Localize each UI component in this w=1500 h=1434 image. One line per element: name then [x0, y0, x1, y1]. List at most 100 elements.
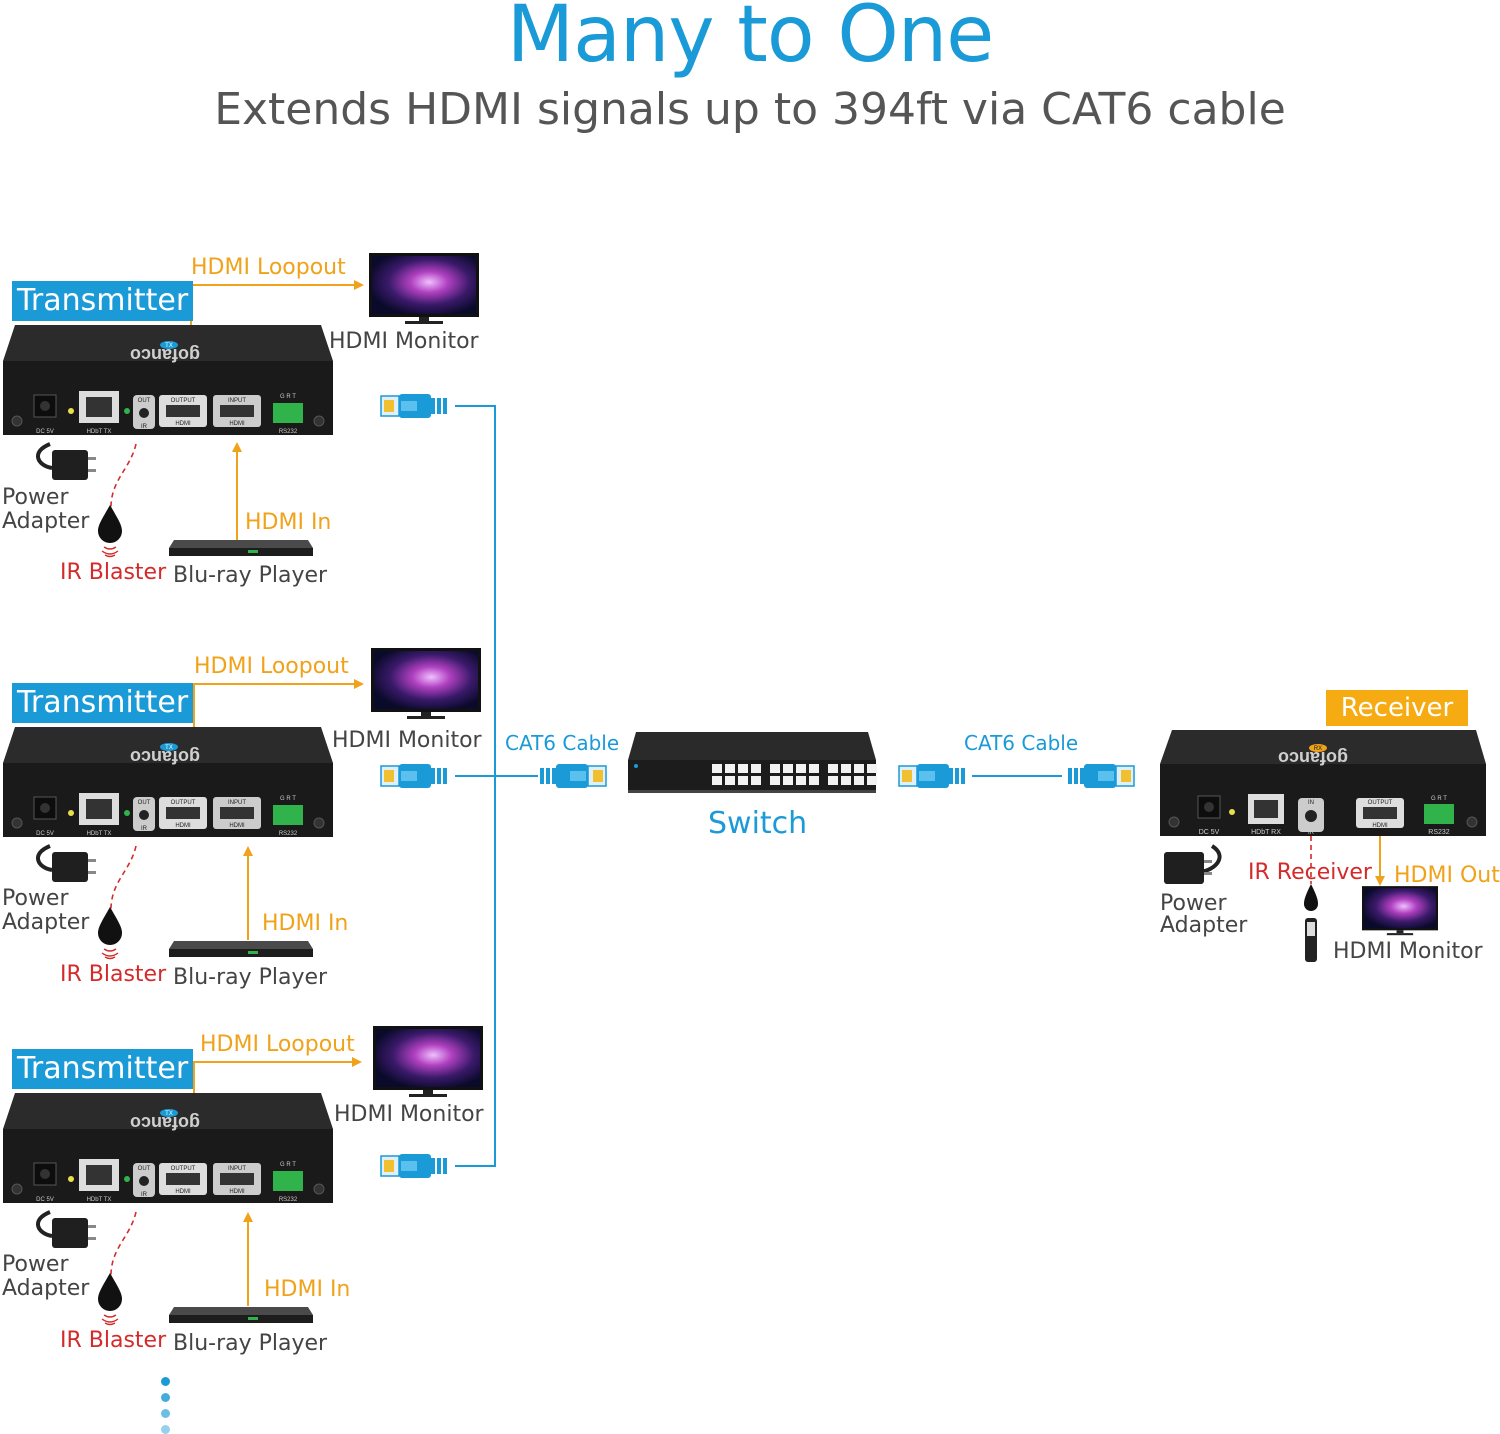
blu-ray-player-label: Blu-ray Player — [173, 563, 328, 588]
switch-port — [796, 776, 806, 785]
tx-port-label: HDMI — [175, 1189, 191, 1195]
switch-port — [770, 776, 780, 785]
rx-monitor-label: HDMI Monitor — [1333, 939, 1483, 964]
switch-port — [854, 764, 864, 773]
tx-port-label: OUTPUT — [171, 398, 196, 404]
rx-port-label: DC 5V — [1199, 829, 1220, 836]
tx-port-label: INPUT — [228, 398, 246, 404]
diagram-title: Many to One — [506, 0, 994, 80]
switch-port — [783, 776, 793, 785]
tx-port-label: DC 5V — [36, 831, 54, 837]
hdmi-in-label: HDMI In — [264, 1277, 351, 1302]
blu-ray-player-icon — [169, 941, 313, 957]
tx-port-label: IR — [141, 1192, 148, 1198]
power-adapter-icon — [52, 450, 96, 480]
rx-ir-label: IR Receiver — [1248, 860, 1372, 885]
rx-port-label: HDbT RX — [1251, 829, 1281, 836]
cat6-plug-tx3 — [380, 1154, 447, 1178]
tx3-ir-cable — [110, 1211, 137, 1279]
ir-receiver-remote-icon — [1304, 884, 1318, 962]
switch-port — [751, 764, 761, 773]
tx-port-label: IR — [141, 826, 148, 832]
switch-port — [854, 776, 864, 785]
blu-ray-player-icon — [169, 1307, 313, 1323]
tx-port-label: IR — [141, 424, 148, 430]
cat6-plug-tx2 — [380, 764, 447, 788]
ir-blaster-icon — [98, 1273, 122, 1326]
power-label-line2: Adapter — [2, 1276, 90, 1301]
rx-power-label-line1: Power — [1160, 891, 1227, 916]
hdmi-in-label: HDMI In — [262, 911, 349, 936]
transmitter-badge: Transmitter — [12, 683, 194, 723]
power-adapter-icon — [52, 1218, 96, 1248]
cat6-plug-switch-right — [898, 764, 965, 788]
rx-port-label: IN — [1308, 800, 1314, 806]
tx-port-label: OUT — [138, 800, 151, 806]
rx-hdmi-out-label: HDMI Out — [1394, 863, 1500, 888]
switch-port — [725, 776, 735, 785]
cat6-plug-tx1 — [380, 394, 447, 418]
switch-port — [809, 776, 819, 785]
power-label-line1: Power — [2, 485, 69, 510]
tx-port-label: RS232 — [279, 429, 298, 435]
continuation-dot — [161, 1425, 170, 1434]
receiver-badge: Receiver — [1326, 690, 1468, 726]
tx-port-label: RS232 — [279, 831, 298, 837]
tx-port-label: HDbT TX — [87, 1197, 112, 1203]
switch-port — [712, 776, 722, 785]
receiver-model-tag: RX — [1314, 746, 1322, 752]
tx-model-tag: TX — [165, 745, 173, 751]
receiver-brand-logo: gofanco — [1278, 748, 1348, 768]
tx-port-label: OUT — [138, 1166, 151, 1172]
ir-blaster-icon — [98, 907, 122, 960]
switch-label: Switch — [708, 806, 808, 841]
tx-port-label: HDMI — [229, 1189, 245, 1195]
rx-port-label: G R T — [1431, 796, 1447, 802]
tx-port-label: DC 5V — [36, 1197, 54, 1203]
tx3-power-cord — [36, 1210, 53, 1238]
hdmi-loopout-label: HDMI Loopout — [194, 654, 349, 679]
rx-hdmi-monitor — [1362, 886, 1438, 936]
tx-model-tag: TX — [165, 343, 173, 349]
cat6-trunk-line — [455, 405, 538, 1167]
receiver-device: gofanco RX DC 5V HDbT RX IN IR OUTPUT HD… — [1160, 730, 1486, 836]
rx-power-adapter-icon — [1164, 852, 1212, 884]
cat6-plug-receiver — [1068, 764, 1135, 788]
rx-port-label: OUTPUT — [1368, 800, 1393, 806]
switch-port — [751, 776, 761, 785]
cat6-plug-switch-left — [540, 764, 607, 788]
tx-port-label: HDMI — [229, 421, 245, 427]
hdmi-monitor-label: HDMI Monitor — [329, 329, 479, 354]
tx-port-label: INPUT — [228, 800, 246, 806]
diagram-subtitle: Extends HDMI signals up to 394ft via CAT… — [214, 84, 1286, 135]
tx2-power-cord — [36, 844, 53, 872]
tx2-hdmi-monitor — [371, 648, 481, 719]
ir-blaster-label: IR Blaster — [60, 560, 167, 585]
network-switch — [628, 732, 877, 793]
tx2-ir-cable — [110, 845, 137, 913]
hdmi-in-label: HDMI In — [245, 510, 332, 535]
tx-brand-logo: gofanco — [130, 1113, 200, 1133]
switch-port — [770, 764, 780, 773]
tx1-hdmi-monitor — [369, 253, 479, 324]
power-label-line1: Power — [2, 1252, 69, 1277]
transmitter-badge: Transmitter — [12, 281, 194, 321]
cat6-cable-label-right: CAT6 Cable — [964, 731, 1079, 755]
hdmi-loopout-label: HDMI Loopout — [200, 1032, 355, 1057]
tx-port-label: HDbT TX — [87, 429, 112, 435]
cat6-cable-label-left: CAT6 Cable — [505, 731, 620, 755]
transmitter-badge: Transmitter — [12, 1049, 194, 1089]
tx-port-label: G R T — [280, 394, 296, 400]
tx-port-label: HDMI — [229, 823, 245, 829]
power-label-line2: Adapter — [2, 509, 90, 534]
tx-port-label: INPUT — [228, 1166, 246, 1172]
tx-brand-logo: gofanco — [130, 345, 200, 365]
switch-port — [738, 764, 748, 773]
hdmi-monitor-label: HDMI Monitor — [332, 728, 482, 753]
switch-port — [796, 764, 806, 773]
tx-port-label: HDMI — [175, 823, 191, 829]
tx-port-label: RS232 — [279, 1197, 298, 1203]
